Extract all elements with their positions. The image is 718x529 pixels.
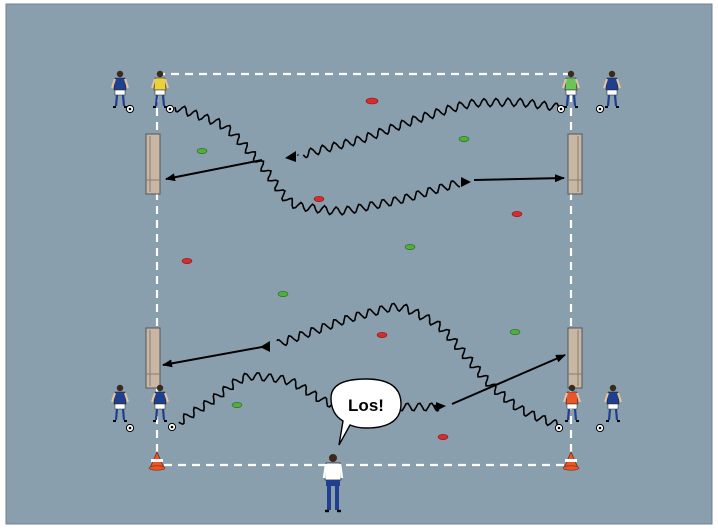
player-dribbling-top-right [562, 70, 580, 108]
corner-cone-right [562, 451, 580, 471]
ball-icon [554, 423, 564, 433]
red-disc-cone [181, 258, 193, 264]
mini-goal-bottom-right [567, 327, 583, 389]
red-disc-cone [437, 434, 449, 440]
green-disc-cone [509, 329, 521, 335]
coach-callout-text: Los! [348, 396, 384, 415]
green-disc-cone [404, 244, 416, 250]
green-disc-cone [231, 402, 243, 408]
ball-icon [556, 104, 566, 114]
red-disc-cone [376, 332, 388, 338]
arrow-head [285, 151, 296, 162]
pass-arrow [162, 346, 263, 368]
coach-figure [322, 454, 344, 513]
dribble-path [296, 154, 299, 156]
field-boundary [155, 72, 573, 467]
balls [125, 104, 605, 433]
mini-goal-top-right [567, 133, 583, 195]
player-waiting-bottom-left [111, 384, 129, 422]
speech-bubble: Los! [330, 378, 402, 446]
mini-goal-bottom-left [145, 327, 161, 389]
red-disc-cone [365, 97, 379, 105]
dribble-path [302, 97, 560, 159]
arrow-head [436, 402, 446, 411]
disc-cones [181, 97, 523, 440]
pass-arrow [451, 354, 566, 405]
dribble-path [276, 302, 558, 427]
pass-arrow [473, 174, 565, 183]
player-dribbling-bottom-right [563, 384, 581, 422]
ball-icon [167, 422, 177, 432]
red-disc-cone [511, 211, 523, 217]
mini-goal-top-left [145, 133, 161, 195]
player-waiting-top-right [603, 70, 621, 108]
pass-arrow [165, 159, 263, 182]
green-disc-cone [196, 148, 208, 154]
player-waiting-top-left [111, 70, 129, 108]
green-disc-cone [458, 136, 470, 142]
player-dribbling-top-left [151, 70, 169, 108]
ball-icon [595, 104, 605, 114]
dribble-path [174, 105, 461, 216]
green-disc-cone [277, 291, 289, 297]
arrow-head [461, 177, 471, 187]
player-dribbling-bottom-left [151, 384, 169, 422]
ball-icon [595, 423, 605, 433]
corner-cone-left [148, 451, 166, 471]
ball-icon [165, 104, 175, 114]
ball-icon [125, 423, 135, 433]
players [111, 70, 622, 513]
arrow-head [260, 341, 270, 352]
ball-icon [125, 104, 135, 114]
red-disc-cone [313, 196, 325, 202]
movement-paths [162, 97, 566, 427]
player-waiting-bottom-right [604, 384, 622, 422]
